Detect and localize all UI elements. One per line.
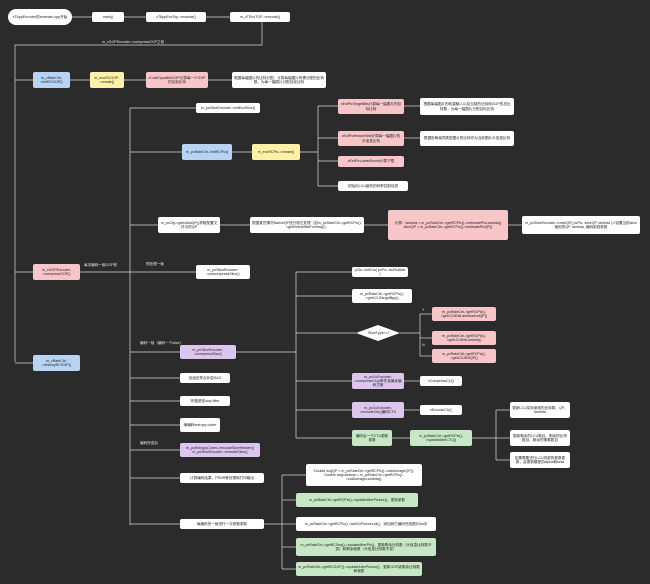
lambda-calc-node: 计算：lambda = m_pcRateCtrl->getRCPic()->es… <box>388 210 508 240</box>
initial-qp-node: m_pcCfg->getInitialQP()获取配置文件中的QP <box>158 217 220 233</box>
xencode-cu-node: xEncodeCU() <box>420 405 462 415</box>
pic-bits-note: 根据每幅图片的权重输入以及当前的比特和GOP的总比特数，为每一幅图片分配目标比特 <box>420 98 514 115</box>
avg-qp-lambda-node: Double avgQP = m_pcRateCtrl->getRCPic()-… <box>306 464 422 486</box>
frame-update-node: 每编码完一帧进行一次参数更新 <box>180 519 264 529</box>
compress-gop-node: m_cGOPEncoder->compressGOP() <box>33 264 80 280</box>
update-gop-node: m_pcRateCtrl->getRCGOP()->updateAfterPic… <box>296 562 422 576</box>
header-bits-note: 根据前两帧同类型图片的比特作为当前图片头信息比特 <box>420 131 514 146</box>
lcu-est-qp-node: m_pcRateCtrl->getRCPic()->getLCUEstQP() <box>432 349 496 363</box>
after-ctu-node: 编码后一个CTU更新参数 <box>352 430 392 446</box>
init-rcgop-node: m_cRateCtrl->initRCGOP() <box>33 72 70 88</box>
update-after-ctu-node: m_pcRateCtrl->getRCPic()->updateAfterCTU… <box>410 430 472 446</box>
refine-qp-note: 根据某些情况NativeQP进行修正处理（如m_pcRateCtrl->getR… <box>250 217 364 233</box>
reset-qp-node: m_pcSliceEncoder->resetQP( pcPic, sliceQ… <box>522 216 640 234</box>
gop-bits-note: 根据每幅图片的比特分配，计算每幅图片所需分配的比特数，为每一幅图片分配目标比特 <box>232 72 326 88</box>
precompress-slice-node: m_pcSliceEncoder->precompressSlice() <box>196 265 250 279</box>
rcgop-create-node: m_encRCGOP->create() <box>90 72 124 88</box>
encode-slice-label: 编码一帧（编码一个slice） <box>140 341 184 345</box>
lcu-init-note: 初始化LCU级别的码率控制信息 <box>338 181 408 191</box>
update-after-picture-node: m_pcRateCtrl->getRCPic()->updateAfterPic… <box>296 493 418 507</box>
encode-ctu-node: m_pcCuEncoder->encodeCtu()编码CTU <box>352 402 404 418</box>
xcompress-cu-node: xCompressCU() <box>420 376 462 386</box>
init-rcpic-node: m_pcRateCtrl->initRCPic() <box>182 144 232 160</box>
update-note-3: 如果需要进行LCU内部的参数更新，会更新模型的alpha和beta <box>510 452 570 468</box>
yes-label: Y <box>422 308 425 312</box>
est-pic-target-bits-node: xEstPicTargetBits计算每一幅图片的目标比特 <box>338 99 404 114</box>
update-seq-node: m_pcRateCtrl->getRCSeq()->updateAfterPic… <box>296 538 436 556</box>
compress-slice-node: m_pcSliceEncoder->compressSlice() <box>180 345 236 359</box>
sao-node: 自适应样点补偿SAO <box>180 373 230 383</box>
destroy-rcgop-node: m_cRateCtrl->destroyRCGOP() <box>33 355 80 371</box>
main-node: main() <box>92 12 124 22</box>
lcu-target-bpp-node: m_pcRateCtrl->getRCPic()->getLCUTargetBp… <box>352 289 412 303</box>
start-node: xTAppEncoder的encmain.cpp开始 <box>8 9 72 25</box>
rcpic-create-node: m_encRCPic->create() <box>252 144 300 160</box>
lcu-est-lambda-qp-node: m_pcRateCtrl->getRCPic()->getLCUEstLambd… <box>432 307 496 321</box>
compress-ctu-node: m_pcCuEncoder->compressCtu()率失真最优编码方案 <box>352 373 404 389</box>
preprocess-label: 预处理一帧 <box>146 262 164 266</box>
slice-type-text: SliceType==I <box>368 331 389 335</box>
update-note-2: 更新剩余的LCU数目、剩余的比特数目、剩余的像素数目 <box>510 430 570 446</box>
add-to-picture-list-node: m_pcRateCtrl->getRCPic()->addToPictureLs… <box>296 517 436 531</box>
app-encode-node: cTAppEncTop->encode() <box>146 12 206 22</box>
no-label: N <box>422 343 425 347</box>
loop-filter-node: 环路滤波loop filter <box>180 396 230 406</box>
init-ctu-node: pCtu->initCtu( pcPic, ctuRsAddr ) <box>352 267 408 277</box>
before-gop-label: m_cGOPEncoder->compressGOP之前 <box>102 40 165 44</box>
calc-gop-bits-node: xCalcEquaBitsGOP计算每一个GOP的目标比特 <box>146 72 208 88</box>
psnr-node: 计算编码结果、PSNR等处理和打印输出 <box>180 473 264 483</box>
est-lower-bound-node: xEstPicLowerBound计算下限 <box>338 156 404 167</box>
entropy-coder-node: 熵编码entropy coder <box>180 418 220 432</box>
after-encode-label: 编码完成后 <box>140 441 158 445</box>
enc-top-encode-node: m_cTEncTOP->encode() <box>230 12 290 22</box>
est-pic-header-bits-node: xEstPicHeaderBits计算每一幅图片的头信息比特 <box>338 131 404 146</box>
each-gop-label: 每次编码一组GOP前 <box>84 263 118 267</box>
slice-type-decision <box>356 325 400 341</box>
update-note-1: 更新LCU实际使用的比特数、QP、lambda <box>510 402 570 418</box>
encode-slice-header-node: m_pcEntropyCoder->encodeSliceHeader() m_… <box>180 443 260 457</box>
lcu-est-lambda-node: m_pcRateCtrl->getRCPic()->getLCUEstLambd… <box>432 331 496 345</box>
init-enc-slice-node: m_pcSliceEncoder->initEncSlice() <box>196 103 260 113</box>
